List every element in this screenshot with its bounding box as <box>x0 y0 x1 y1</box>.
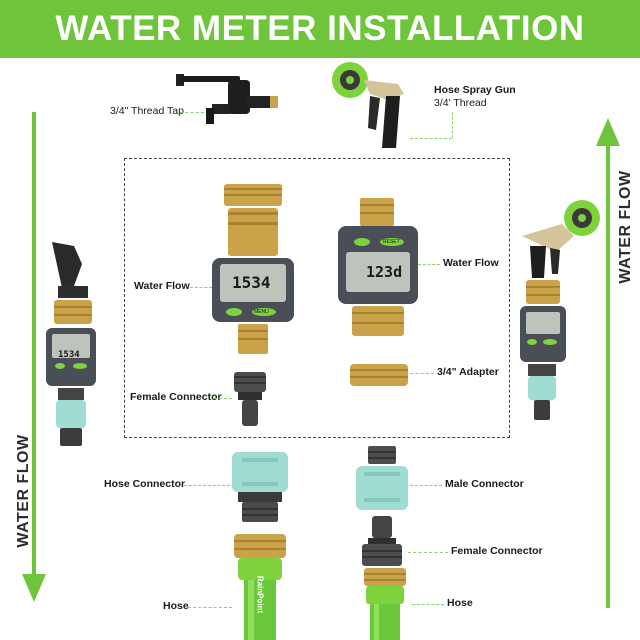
arrow-up-icon <box>596 118 620 608</box>
hose-icon <box>234 534 286 640</box>
female-connector-icon <box>362 516 402 566</box>
water-flow-left-leader <box>190 287 212 288</box>
hose-connector-leader <box>184 485 230 486</box>
female-connector-icon <box>234 372 266 426</box>
spray-gun-icon <box>332 62 404 148</box>
meter-reading-left: 1534 <box>232 273 271 292</box>
tap-icon <box>176 74 278 124</box>
hose-connector-icon <box>232 452 288 522</box>
thread-tap-leader <box>180 112 204 113</box>
male-connector-label: Male Connector <box>445 478 524 490</box>
male-connector-icon <box>356 446 408 510</box>
hose-left-label: Hose <box>163 600 189 612</box>
spray-gun-thread-label: 3/4' Thread <box>434 97 487 109</box>
water-flow-left-label: Water Flow <box>134 280 190 292</box>
water-meter-icon <box>212 184 294 354</box>
thread-tap-label: 3/4" Thread Tap <box>110 105 184 117</box>
water-flow-right-leader <box>418 264 440 265</box>
arrow-down-icon <box>22 112 46 602</box>
meter-menu-button-left: MENU <box>254 309 269 315</box>
water-flow-right-label: Water Flow <box>443 257 499 269</box>
right-assembly <box>520 200 600 420</box>
spray-gun-label: Hose Spray Gun <box>434 84 516 96</box>
hose-right-leader <box>412 604 444 605</box>
hose-connector-label: Hose Connector <box>104 478 186 490</box>
adapter-icon <box>350 364 408 386</box>
meter-reading-right: 123d <box>366 263 403 281</box>
water-flow-label-right: WATER FLOW <box>617 170 634 284</box>
meter-reset-button-right: RESET <box>383 239 400 245</box>
spray-gun-leader-v <box>452 112 453 138</box>
male-connector-leader <box>410 485 442 486</box>
title-banner: WATER METER INSTALLATION <box>0 0 640 58</box>
female-connector-top-leader <box>214 398 232 399</box>
hose-right-label: Hose <box>447 597 473 609</box>
female-connector-bottom-leader <box>408 552 448 553</box>
hose-brand-left: RainPoint <box>255 575 265 614</box>
adapter-label: 3/4" Adapter <box>437 366 499 378</box>
adapter-leader <box>410 373 434 374</box>
component-box <box>124 158 510 438</box>
water-flow-label-left: WATER FLOW <box>15 434 32 548</box>
hose-icon <box>364 568 406 640</box>
water-meter-icon <box>338 198 418 336</box>
meter-reading-mini-left: 1534 <box>58 350 80 360</box>
female-connector-top-label: Female Connector <box>130 391 222 403</box>
page-title: WATER METER INSTALLATION <box>55 9 585 48</box>
hose-left-leader <box>188 607 232 608</box>
female-connector-bottom-label: Female Connector <box>451 545 543 557</box>
spray-gun-leader-h <box>410 138 452 139</box>
left-assembly <box>46 242 96 446</box>
